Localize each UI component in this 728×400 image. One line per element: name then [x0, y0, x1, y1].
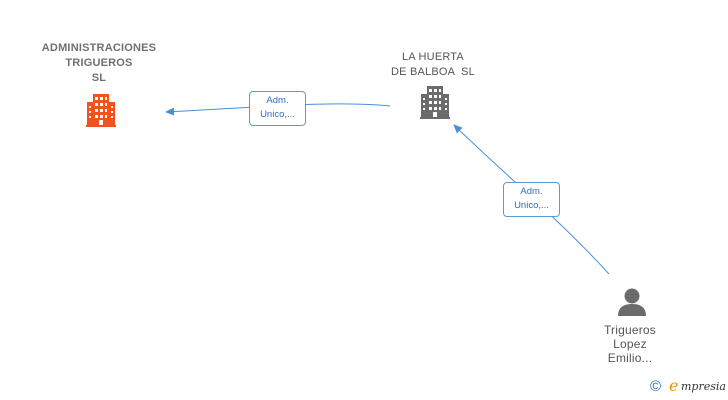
person-name-trigueros-lopez[interactable]: Trigueros Lopez Emilio...	[580, 323, 680, 365]
building-icon[interactable]	[420, 86, 450, 119]
brand-initial: e	[669, 376, 679, 395]
edge-label-role[interactable]: Adm. Unico,...	[249, 91, 306, 126]
person-name-line: Emilio...	[607, 351, 653, 365]
edge-label-line: Unico,...	[514, 200, 549, 211]
building-icon[interactable]	[86, 94, 116, 128]
brand-name: mpresia	[681, 380, 726, 393]
company-name-line: DE BALBOA SL	[391, 66, 475, 78]
company-name-line: SL	[91, 72, 107, 84]
copyright-icon: ©	[650, 378, 662, 395]
company-name-administraciones-trigueros[interactable]: ADMINISTRACIONES TRIGUEROS SL	[18, 41, 180, 86]
person-icon[interactable]	[618, 288, 646, 317]
company-name-line: TRIGUEROS	[65, 57, 133, 69]
edge-label-line: Adm.	[520, 186, 543, 197]
edge-label-role[interactable]: Adm. Unico,...	[503, 182, 560, 217]
person-name-line: Trigueros	[603, 323, 657, 337]
company-name-line: ADMINISTRACIONES	[41, 42, 157, 54]
edge-label-line: Adm.	[266, 95, 289, 106]
company-name-la-huerta-de-balboa[interactable]: LA HUERTA DE BALBOA SL	[368, 50, 498, 80]
company-name-line: LA HUERTA	[402, 51, 464, 63]
person-name-line: Lopez	[613, 337, 647, 351]
edge-label-line: Unico,...	[260, 109, 295, 120]
